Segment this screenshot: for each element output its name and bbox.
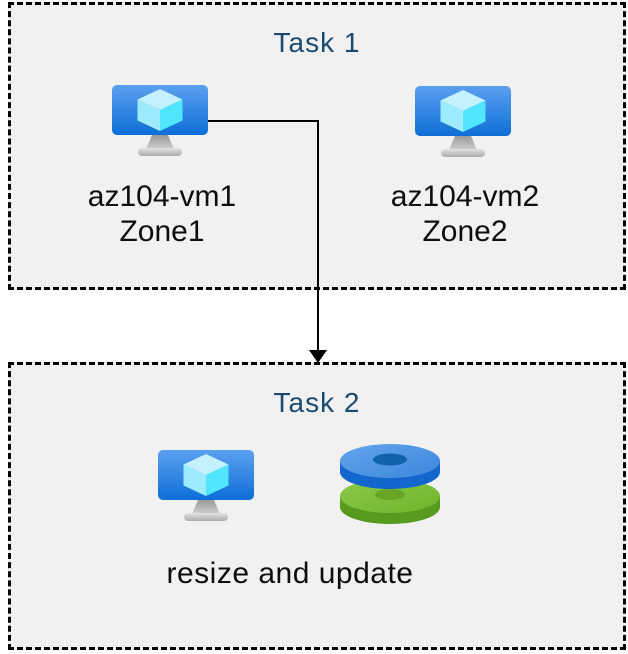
virtual-machine-icon: [112, 85, 208, 156]
vm2-name: az104-vm2: [390, 180, 540, 213]
vm2-label: az104-vm2 Zone2: [345, 179, 585, 249]
task2-title: Task 2: [273, 387, 361, 418]
vm1-label: az104-vm1 Zone1: [42, 179, 282, 249]
vm1-zone: Zone1: [119, 215, 205, 248]
task2-caption: resize and update: [166, 557, 414, 590]
vm2-zone: Zone2: [422, 215, 508, 248]
task2-box: Task 2: [8, 362, 626, 650]
vm1-name: az104-vm1: [87, 180, 237, 213]
virtual-machine-icon: [158, 450, 254, 521]
task1-title: Task 1: [273, 27, 361, 58]
virtual-machine-icon: [415, 86, 511, 157]
disks-icon: [340, 444, 440, 524]
